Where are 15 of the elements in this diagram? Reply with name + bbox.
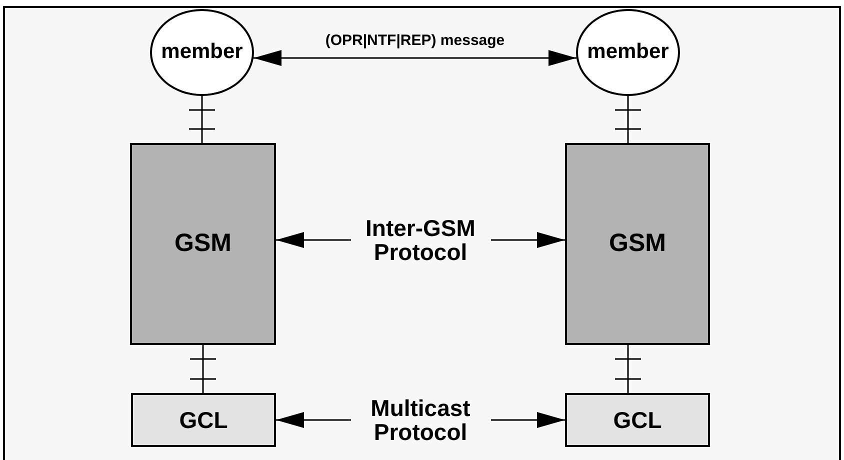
connector-line: [614, 96, 642, 143]
connector-line: [189, 345, 217, 393]
connector-line: [614, 345, 642, 393]
process-box: [130, 143, 276, 345]
connector-line: [188, 96, 216, 143]
node-label: member: [161, 39, 243, 66]
process-box: [131, 393, 276, 447]
node-label: member: [587, 39, 669, 66]
node-label: GCL: [613, 406, 662, 434]
node-label: GSM: [609, 228, 666, 260]
node-label: GSM: [174, 228, 232, 260]
process-box: [565, 393, 710, 447]
node-label: GCL: [179, 406, 228, 434]
process-box: [565, 143, 710, 345]
double-arrow: [254, 50, 576, 66]
